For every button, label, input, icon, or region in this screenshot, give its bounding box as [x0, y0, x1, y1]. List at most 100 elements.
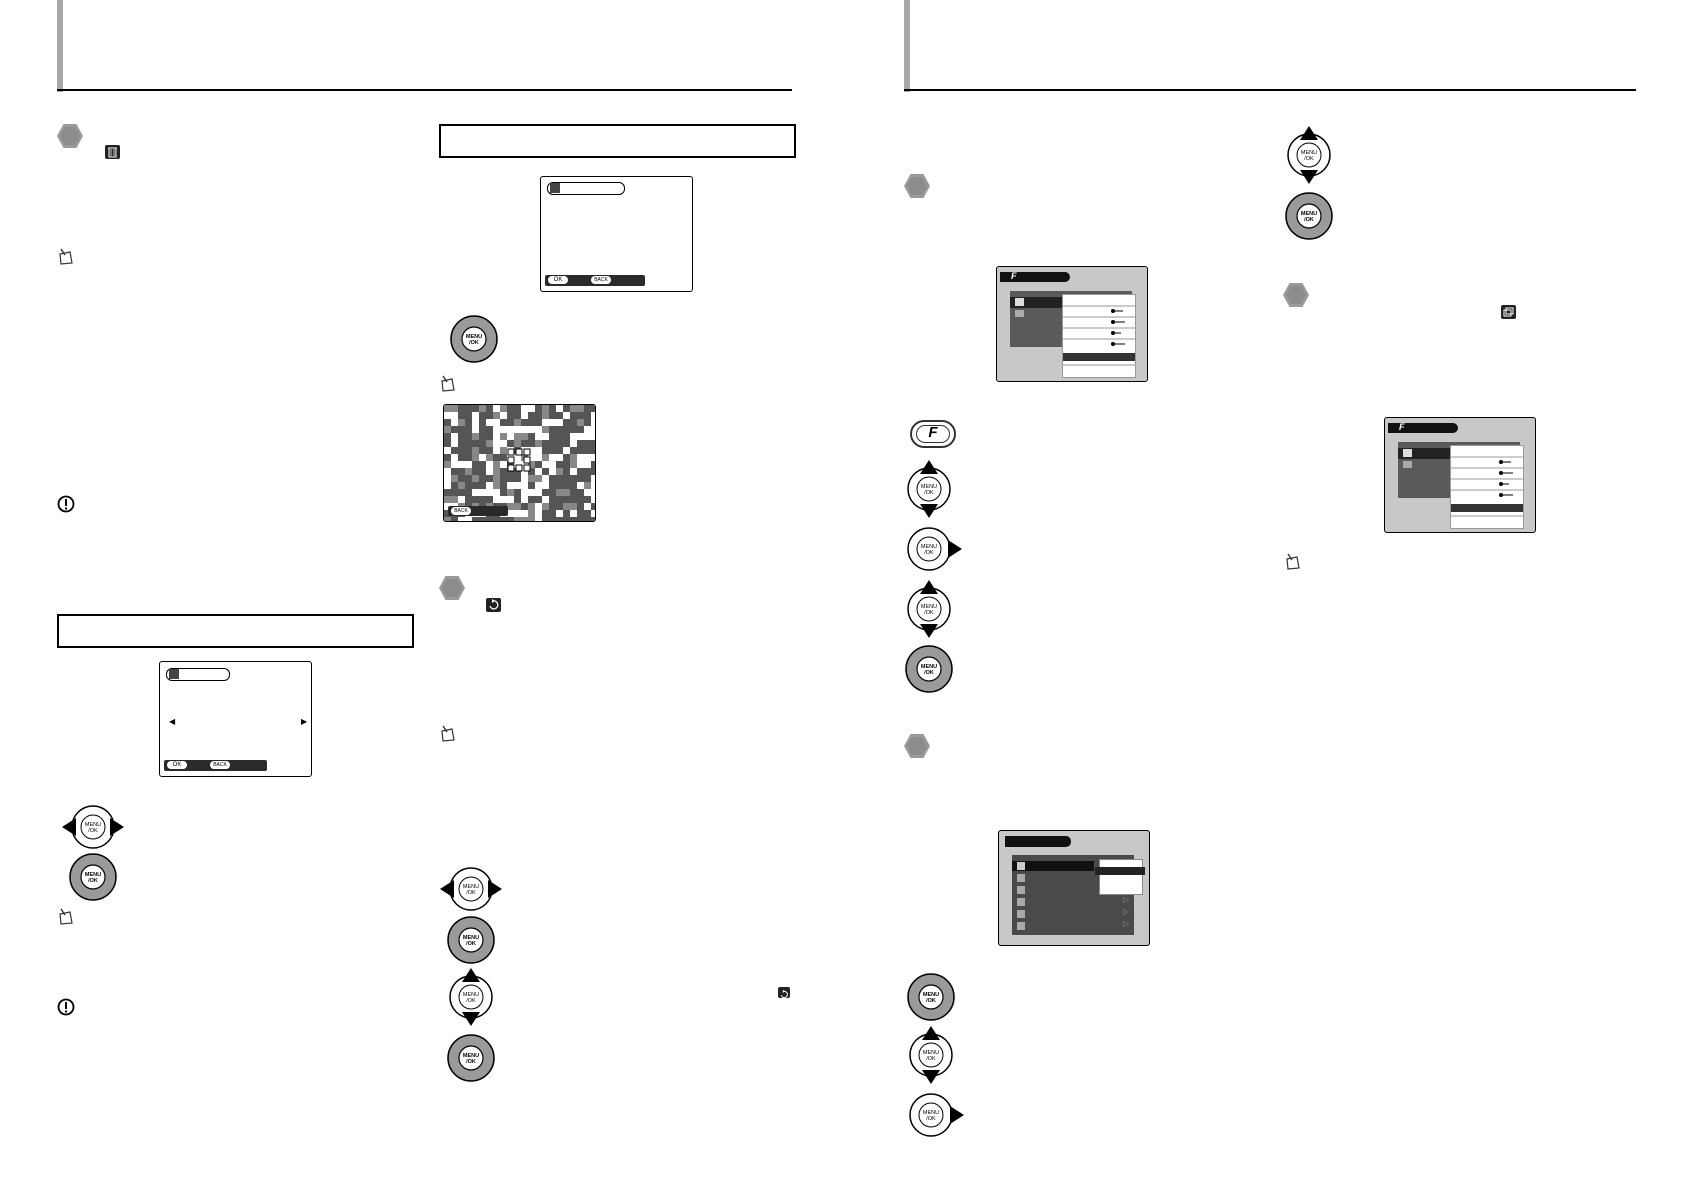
svg-text:/OK: /OK [926, 1116, 936, 1122]
f-menu-lcd-screen: F [996, 266, 1148, 382]
svg-text:/OK: /OK [926, 1056, 936, 1062]
dual-mode-icon [1501, 305, 1516, 319]
dpad-up-down-icon: MENU/OK [907, 460, 951, 518]
svg-text:/OK: /OK [466, 1059, 476, 1065]
step-marker [904, 174, 930, 198]
submenu-lines [1063, 305, 1135, 366]
mosaic-lcd-screen: BACK [443, 404, 596, 522]
svg-text:/OK: /OK [469, 340, 479, 346]
svg-text:MENU: MENU [921, 604, 937, 610]
menu-row-icon [1017, 862, 1025, 870]
dpad-press-center-icon: MENU/OK [907, 973, 955, 1021]
note-icon [441, 375, 455, 392]
ok-badge: OK [167, 761, 187, 769]
dpad-left-right-icon: MENU/OK [62, 805, 124, 849]
submenu-panel [1062, 294, 1136, 378]
left-page-header-rule [57, 89, 792, 91]
f-menu-title-bar [1388, 423, 1458, 433]
menu-row-icon [1017, 910, 1025, 918]
svg-text:/OK: /OK [924, 550, 934, 556]
left-page-header-bar [57, 0, 63, 92]
back-badge: BACK [210, 761, 230, 769]
svg-text:/OK: /OK [88, 828, 98, 834]
color-icon [1403, 461, 1412, 468]
dpad-up-down-icon: MENU/OK [909, 1026, 953, 1084]
screen-title-pill [166, 668, 230, 681]
svg-text:MENU: MENU [1301, 211, 1317, 217]
trash-icon [105, 145, 120, 159]
dpad-press-center-icon: MENU/OK [69, 853, 117, 901]
mosaic-pattern [444, 405, 595, 521]
menu-row-icon [1017, 886, 1025, 894]
dpad-left-right-icon: MENU/OK [440, 867, 502, 911]
svg-text:/OK: /OK [1304, 156, 1314, 162]
color-icon [1015, 310, 1024, 317]
lcd-screen: ◀ ▶ OK BACK [159, 661, 312, 777]
dpad-right-icon: MENU/OK [909, 1093, 964, 1137]
step-marker [439, 576, 465, 600]
arrow-right-icon: ▶ [301, 717, 308, 726]
f-button-icon: F [910, 420, 956, 448]
lcd-screen: OK BACK [540, 176, 693, 292]
setup-menu-lcd-screen: ▷ ▷ ▷ [998, 830, 1150, 946]
ok-badge: OK [548, 276, 568, 284]
menu-row-icon [1017, 874, 1025, 882]
dpad-press-center-icon: MENU/OK [447, 1034, 495, 1082]
svg-text:/OK: /OK [924, 490, 934, 496]
menu-selected-row [1012, 861, 1094, 871]
menu-row-icon [1017, 898, 1025, 906]
submenu-lines [1451, 456, 1523, 517]
svg-text:/OK: /OK [466, 941, 476, 947]
dpad-press-center-icon: MENU/OK [447, 916, 495, 964]
dpad-press-center-icon: MENU/OK [1285, 192, 1333, 240]
svg-text:MENU: MENU [466, 334, 482, 340]
dpad-up-down-icon: MENU/OK [449, 968, 493, 1026]
menu-selected-row [1398, 448, 1454, 459]
svg-text:/OK: /OK [466, 998, 476, 1004]
f-menu-title-bar [1000, 272, 1070, 282]
note-icon [441, 725, 455, 742]
svg-text:/OK: /OK [466, 890, 476, 896]
svg-text:MENU: MENU [923, 1110, 939, 1116]
quality-icon [1015, 298, 1024, 306]
dpad-up-down-icon: MENU/OK [907, 580, 951, 638]
back-badge: BACK [451, 507, 471, 515]
note-icon [1286, 553, 1300, 570]
svg-text:MENU: MENU [85, 822, 101, 828]
right-page-header-rule [904, 89, 1636, 91]
rotate-icon [486, 598, 501, 612]
trash-icon [550, 183, 560, 193]
svg-text:MENU: MENU [463, 884, 479, 890]
f-menu-lcd-screen: F [1384, 417, 1536, 533]
svg-text:MENU: MENU [921, 544, 937, 550]
submenu-panel [1450, 445, 1524, 529]
back-badge: BACK [591, 276, 611, 284]
f-icon: F [1399, 422, 1405, 432]
dpad-right-icon: MENU/OK [907, 527, 962, 571]
dpad-press-center-icon: MENU/OK [905, 645, 953, 693]
dpad-up-down-icon: MENU/OK [1287, 126, 1331, 184]
chevron-right-icon: ▷ [1123, 895, 1130, 904]
step-marker [57, 124, 83, 148]
svg-text:/OK: /OK [1304, 217, 1314, 223]
chevron-right-icon: ▷ [1123, 907, 1130, 916]
section-heading-box [57, 614, 414, 648]
caution-icon [57, 998, 75, 1016]
menu-row-icon [1017, 922, 1025, 930]
note-icon [59, 908, 73, 925]
chevron-right-icon: ▷ [1123, 919, 1130, 928]
step-marker [904, 734, 930, 758]
caution-icon [57, 495, 75, 513]
svg-text:MENU: MENU [921, 484, 937, 490]
svg-text:MENU: MENU [85, 872, 101, 878]
svg-text:/OK: /OK [924, 610, 934, 616]
right-page-header-bar [904, 0, 910, 92]
submenu-popup [1099, 859, 1143, 895]
svg-text:/OK: /OK [88, 878, 98, 884]
arrow-left-icon: ◀ [169, 717, 176, 726]
svg-text:MENU: MENU [921, 664, 937, 670]
svg-text:MENU: MENU [463, 935, 479, 941]
screen-title-pill [547, 182, 625, 195]
submenu-selected [1095, 867, 1145, 875]
step-marker [1283, 283, 1309, 307]
